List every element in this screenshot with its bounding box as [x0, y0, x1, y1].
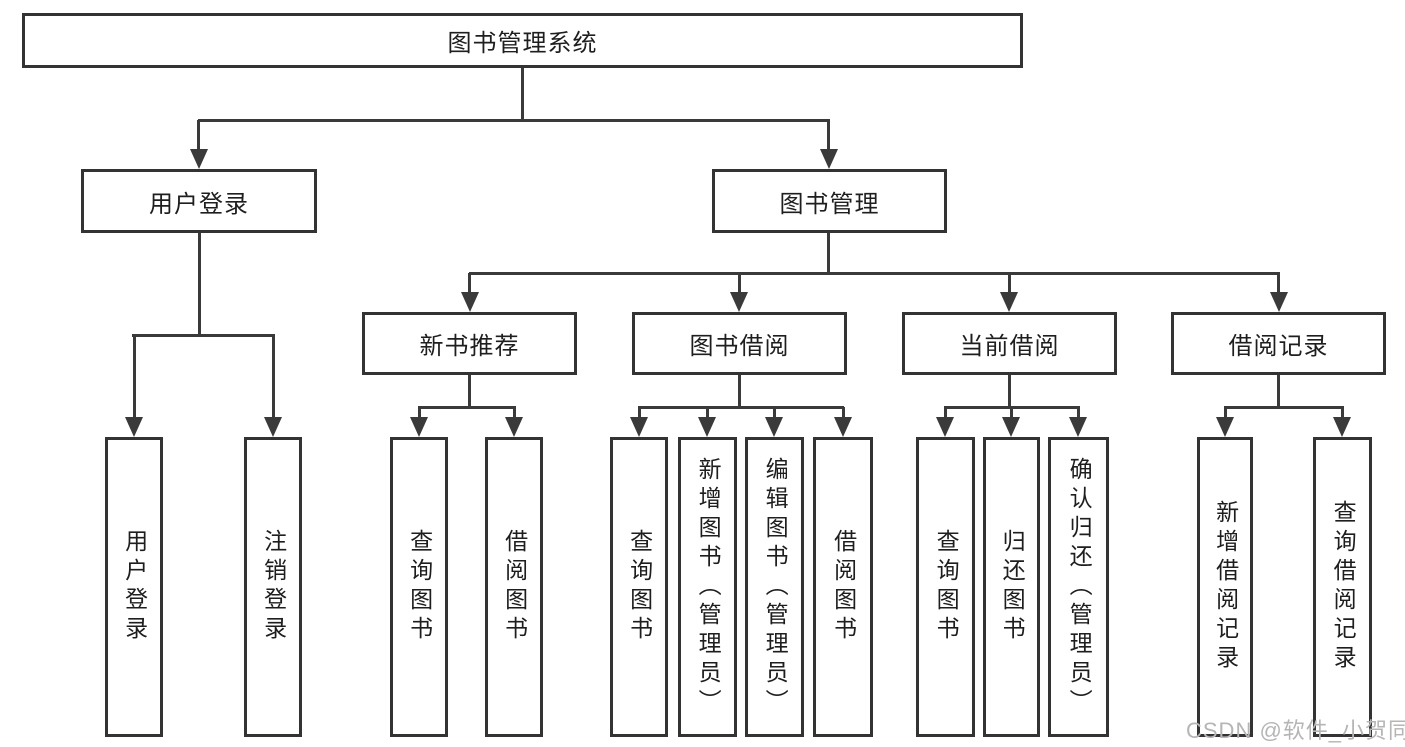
arrow-down-icon — [630, 417, 648, 437]
node-book-borrow: 图书借阅 — [632, 312, 847, 375]
arrow-down-icon — [834, 417, 852, 437]
arrow-down-icon — [1216, 417, 1234, 437]
node-user-login-label: 用户登录 — [149, 190, 249, 218]
arrow-down-icon — [461, 292, 479, 312]
arrow-down-icon — [190, 149, 208, 169]
leaf-records-add-record-label: 新增借阅记录 — [1212, 500, 1239, 674]
node-current-borrow-label: 当前借阅 — [959, 333, 1060, 360]
connector-records-stem — [1277, 373, 1280, 409]
leaf-records-query-record: 查询借阅记录 — [1313, 437, 1372, 737]
node-current-borrow: 当前借阅 — [902, 312, 1117, 375]
csdn-watermark: CSDN @软件_小贺同学 — [1186, 718, 1405, 743]
connector-drop — [706, 407, 709, 419]
connector-drop-newbook — [468, 273, 471, 294]
node-book-mgmt: 图书管理 — [712, 169, 947, 233]
connector-drop — [1077, 407, 1080, 419]
leaf-logout: 注销登录 — [244, 437, 302, 737]
leaf-newbook-query-book: 查询图书 — [390, 437, 448, 737]
leaf-bookborrow-add-book-admin-label: 新增图书（管理员） — [695, 456, 722, 718]
arrow-down-icon — [820, 149, 838, 169]
arrow-down-icon — [1002, 417, 1020, 437]
connector-drop-records — [1277, 273, 1280, 294]
node-root-label: 图书管理系统 — [447, 30, 598, 57]
leaf-bookborrow-borrow-book: 借阅图书 — [813, 437, 873, 737]
leaf-bookborrow-query-book: 查询图书 — [610, 437, 668, 737]
connector-drop-user-login — [197, 120, 200, 151]
arrow-down-icon — [698, 417, 716, 437]
arrow-down-icon — [1333, 417, 1351, 437]
node-root-library-system: 图书管理系统 — [22, 13, 1023, 68]
arrow-down-icon — [936, 417, 954, 437]
arrow-down-icon — [410, 417, 428, 437]
arrow-down-icon — [765, 417, 783, 437]
connector-drop-bookborrow — [738, 273, 741, 294]
connector-userlogin-horizontal — [132, 334, 275, 337]
arrow-down-icon — [125, 417, 143, 437]
connector-drop — [513, 407, 516, 419]
connector-drop — [638, 407, 641, 419]
leaf-current-query-book: 查询图书 — [916, 437, 975, 737]
arrow-down-icon — [505, 417, 523, 437]
leaf-bookborrow-borrow-book-label: 借阅图书 — [830, 529, 857, 645]
node-book-borrow-label: 图书借阅 — [689, 333, 790, 360]
leaf-newbook-borrow-book-label: 借阅图书 — [501, 529, 528, 645]
leaf-bookborrow-add-book-admin: 新增图书（管理员） — [678, 437, 737, 737]
leaf-user-login-label: 用户登录 — [121, 529, 148, 645]
arrow-down-icon — [730, 292, 748, 312]
leaf-bookborrow-query-book-label: 查询图书 — [626, 529, 653, 645]
node-book-mgmt-label: 图书管理 — [779, 190, 880, 218]
arrow-down-icon — [1069, 417, 1087, 437]
connector-drop — [842, 407, 845, 419]
connector-drop-leaf-user-login — [133, 335, 136, 419]
arrow-down-icon — [264, 417, 282, 437]
arrow-down-icon — [1270, 292, 1288, 312]
connector-drop-currentborrow — [1008, 273, 1011, 294]
node-user-login: 用户登录 — [81, 169, 317, 233]
leaf-current-return-book-label: 归还图书 — [999, 529, 1026, 645]
connector-newbook-stem — [468, 373, 471, 409]
leaf-user-login: 用户登录 — [105, 437, 163, 737]
connector-bookborrow-horizontal — [638, 406, 844, 409]
connector-newbook-horizontal — [418, 406, 516, 409]
node-borrow-records: 借阅记录 — [1171, 312, 1386, 375]
leaf-logout-label: 注销登录 — [260, 529, 287, 645]
connector-drop — [944, 407, 947, 419]
leaf-current-confirm-return-admin-label: 确认归还（管理员） — [1066, 456, 1093, 718]
leaf-current-query-book-label: 查询图书 — [933, 529, 960, 645]
connector-drop — [773, 407, 776, 419]
connector-bookmgmt-horizontal — [469, 272, 1280, 275]
connector-bookborrow-stem — [738, 373, 741, 409]
leaf-records-query-record-label: 查询借阅记录 — [1330, 500, 1357, 674]
node-new-book-recommend-label: 新书推荐 — [419, 333, 520, 360]
connector-drop — [1341, 407, 1344, 419]
connector-root-stem — [521, 66, 524, 120]
leaf-current-return-book: 归还图书 — [983, 437, 1040, 737]
connector-drop-book-mgmt — [827, 120, 830, 151]
connector-records-horizontal — [1224, 406, 1344, 409]
node-borrow-records-label: 借阅记录 — [1228, 333, 1329, 360]
leaf-newbook-query-book-label: 查询图书 — [406, 529, 433, 645]
connector-currentborrow-stem — [1008, 373, 1011, 409]
leaf-bookborrow-edit-book-admin: 编辑图书（管理员） — [745, 437, 804, 737]
leaf-records-add-record: 新增借阅记录 — [1197, 437, 1253, 737]
node-new-book-recommend: 新书推荐 — [362, 312, 577, 375]
connector-drop — [418, 407, 421, 419]
connector-userlogin-stem — [198, 231, 201, 336]
leaf-bookborrow-edit-book-admin-label: 编辑图书（管理员） — [762, 456, 789, 718]
connector-drop — [1010, 407, 1013, 419]
connector-drop-leaf-logout — [272, 335, 275, 419]
connector-drop — [1224, 407, 1227, 419]
arrow-down-icon — [1000, 292, 1018, 312]
connector-bookmgmt-stem — [827, 231, 830, 275]
leaf-newbook-borrow-book: 借阅图书 — [485, 437, 543, 737]
leaf-current-confirm-return-admin: 确认归还（管理员） — [1048, 437, 1109, 737]
connector-root-horizontal — [198, 119, 830, 122]
